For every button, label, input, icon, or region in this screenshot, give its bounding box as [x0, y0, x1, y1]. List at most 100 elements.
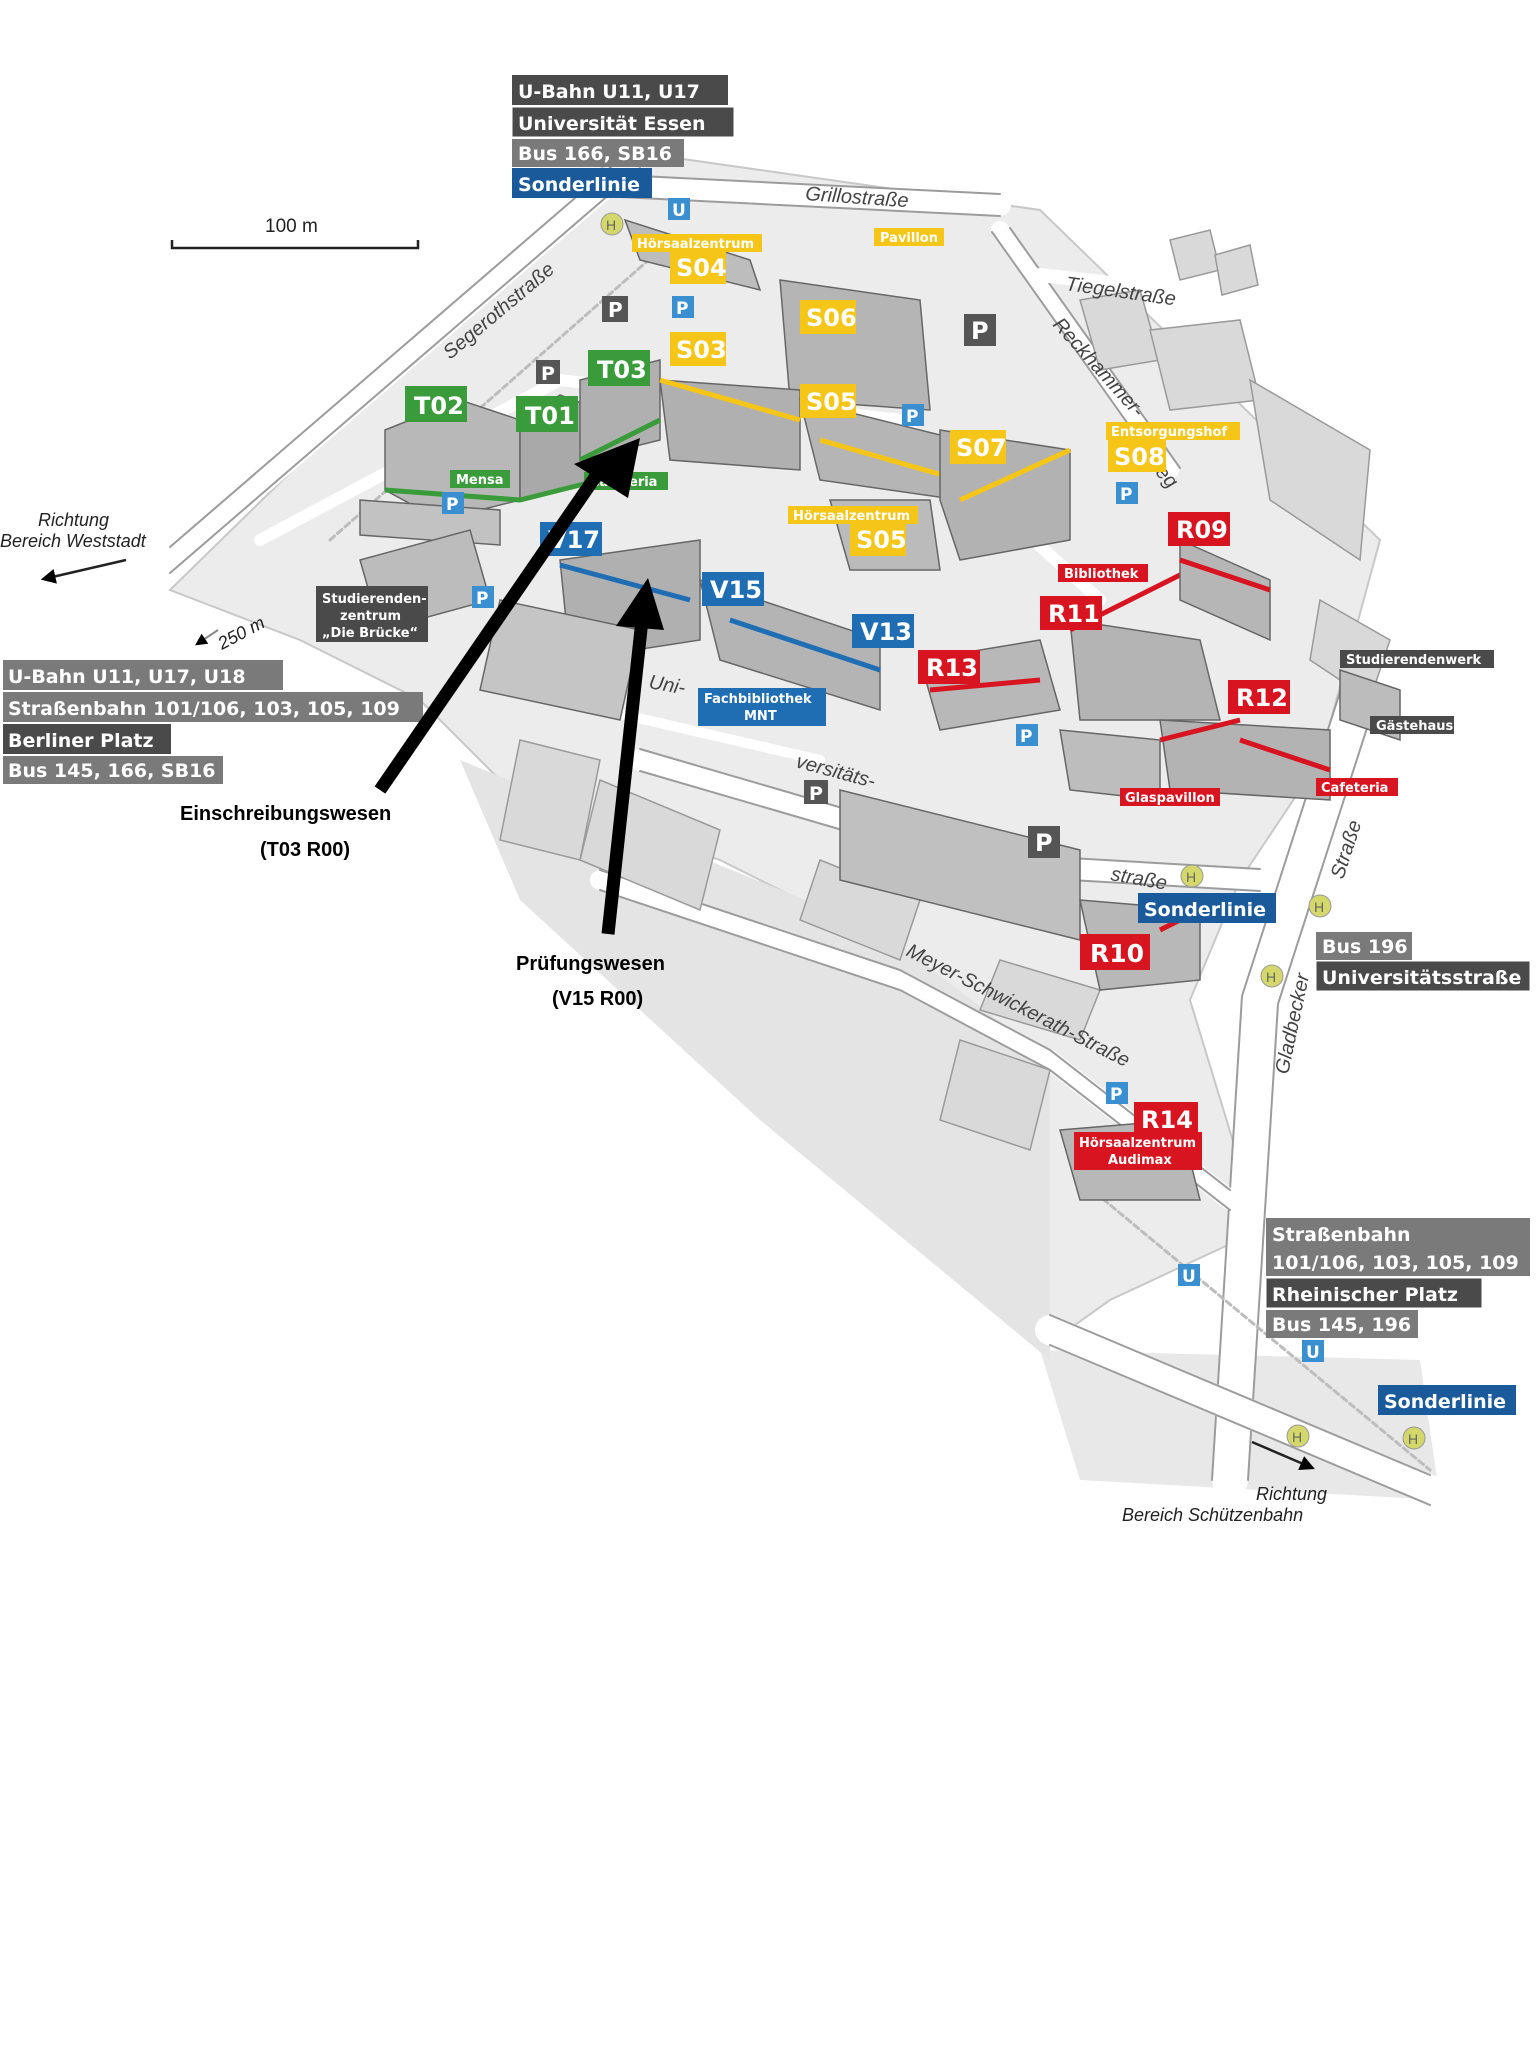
svg-text:P: P	[608, 298, 623, 322]
building-S04: S04	[676, 254, 727, 282]
building-T03: T03	[597, 356, 647, 384]
haltestelle-icon: H	[600, 212, 624, 236]
building-S08: S08	[1114, 443, 1165, 471]
transit-panel-w: U-Bahn U11, U17, U18 Straßenbahn 101/106…	[3, 660, 423, 784]
svg-text:P: P	[906, 407, 918, 427]
transit-e-bus: Bus 196	[1322, 936, 1408, 958]
accessible-parking-icon: P	[672, 296, 694, 319]
facility-glaspavillon: Glaspavillon	[1125, 791, 1215, 806]
transit-nw-line4: Sonderlinie	[518, 174, 640, 196]
transit-w-line3: Berliner Platz	[8, 730, 154, 752]
parking-icon: P	[536, 360, 560, 385]
direction-east-line2: Bereich Schützenbahn	[1122, 1505, 1303, 1525]
building-R10: R10	[1090, 939, 1144, 968]
building-T02: T02	[414, 392, 464, 420]
svg-text:H: H	[1266, 969, 1276, 985]
building-V15: V15	[710, 576, 762, 604]
arrow-pruefung	[601, 578, 664, 935]
svg-text:P: P	[971, 317, 989, 345]
building-R09: R09	[1176, 516, 1228, 544]
scale-bar: 100 m	[170, 216, 420, 250]
parking-icon: P	[804, 780, 828, 805]
building-R11: R11	[1048, 600, 1100, 628]
svg-text:P: P	[1110, 1085, 1122, 1105]
parking-icon: P	[964, 314, 996, 346]
svg-text:H: H	[1314, 899, 1324, 915]
distance-label: 250 m	[214, 612, 268, 654]
building-S07: S07	[956, 434, 1007, 462]
svg-text:H: H	[1408, 1431, 1418, 1447]
ubahn-icon: U	[668, 198, 690, 221]
svg-text:P: P	[1035, 829, 1053, 857]
accessible-parking-icon: P	[472, 586, 494, 609]
svg-text:P: P	[1020, 727, 1032, 747]
facility-gaestehaus: Gästehaus	[1376, 719, 1453, 734]
facility-cafeteria-r: Cafeteria	[1321, 781, 1388, 796]
direction-west: Richtung Bereich Weststadt	[0, 510, 147, 584]
facility-studierendenzentrum-2: zentrum	[340, 609, 401, 624]
accessible-parking-icon: P	[1106, 1082, 1128, 1105]
building-S06: S06	[806, 304, 857, 332]
transit-panel-e: Sonderlinie Bus 196 Universitätsstraße	[1138, 893, 1531, 992]
building-labels: T02 T01 T03 S04 S03 S06 S05 S07 S08 S05 …	[405, 250, 1290, 1136]
transit-se-line4: Bus 145, 196	[1272, 1314, 1411, 1336]
transit-se-sonderlinie: Sonderlinie	[1384, 1391, 1506, 1413]
transit-panel-nw: U-Bahn U11, U17 Universität Essen Bus 16…	[511, 75, 735, 198]
annotation-einschreibung-2: (T03 R00)	[260, 839, 350, 861]
facility-studierendenwerk: Studierendenwerk	[1346, 653, 1482, 668]
annotation-pruefung-2: (V15 R00)	[552, 988, 643, 1010]
building-R13: R13	[926, 654, 978, 682]
annotation-arrows: Einschreibungswesen (T03 R00) Prüfungswe…	[180, 438, 665, 1010]
accessible-parking-icon: P	[902, 404, 924, 427]
transit-nw-line3: Bus 166, SB16	[518, 143, 672, 165]
building-S05a: S05	[806, 388, 857, 416]
haltestelle-icon: H	[1286, 1424, 1310, 1448]
haltestelle-icon: H	[1180, 864, 1204, 888]
svg-text:P: P	[676, 299, 688, 319]
facility-pavillon: Pavillon	[880, 231, 938, 246]
accessible-parking-icon: P	[1116, 482, 1138, 505]
transit-se-line1: Straßenbahn	[1272, 1224, 1411, 1246]
building-T01: T01	[525, 402, 575, 430]
facility-fachbibliothek-2: MNT	[744, 709, 777, 724]
svg-text:P: P	[476, 589, 488, 609]
transit-w-line4: Bus 145, 166, SB16	[8, 760, 216, 782]
svg-text:H: H	[606, 217, 616, 233]
background-buildings	[499, 229, 1391, 1151]
svg-text:P: P	[1120, 485, 1132, 505]
building-R12: R12	[1236, 684, 1288, 712]
transit-e-sonderlinie: Sonderlinie	[1144, 899, 1266, 921]
map-symbols: P P P P P P P P P P P P U U U H H H H H …	[442, 198, 1426, 1450]
building-V13: V13	[860, 618, 912, 646]
svg-text:P: P	[541, 363, 555, 385]
facility-studierendenzentrum-3: „Die Brücke“	[322, 626, 418, 641]
haltestelle-icon: H	[1402, 1426, 1426, 1450]
svg-text:U: U	[672, 201, 686, 221]
building-S05b: S05	[856, 526, 907, 554]
svg-text:H: H	[1186, 869, 1196, 885]
transit-e-stop: Universitätsstraße	[1322, 967, 1521, 989]
accessible-parking-icon: P	[1016, 724, 1038, 747]
transit-panel-se: Straßenbahn 101/106, 103, 105, 109 Rhein…	[1265, 1218, 1530, 1415]
direction-east-line1: Richtung	[1256, 1484, 1327, 1504]
scale-label: 100 m	[265, 216, 318, 237]
direction-west-line2: Bereich Weststadt	[0, 531, 147, 551]
direction-east: Richtung Bereich Schützenbahn	[1122, 1440, 1327, 1525]
distance-indicator: 250 m	[195, 612, 268, 654]
svg-text:P: P	[446, 495, 458, 515]
direction-west-line1: Richtung	[38, 510, 109, 530]
svg-text:H: H	[1292, 1429, 1302, 1445]
transit-w-line2: Straßenbahn 101/106, 103, 105, 109	[8, 698, 400, 720]
accessible-parking-icon: P	[442, 492, 464, 515]
svg-text:U: U	[1182, 1267, 1196, 1287]
transit-se-line3: Rheinischer Platz	[1272, 1284, 1458, 1306]
facility-labels: Hörsaalzentrum Pavillon Entsorgungshof H…	[316, 228, 1494, 1170]
svg-text:U: U	[1306, 1343, 1320, 1363]
facility-studierendenzentrum-1: Studierenden-	[322, 592, 427, 607]
facility-bibliothek: Bibliothek	[1064, 567, 1139, 582]
parking-icon: P	[602, 296, 628, 322]
building-S03: S03	[676, 336, 727, 364]
parking-icon: P	[1028, 826, 1060, 858]
facility-hoersaal-s05: Hörsaalzentrum	[793, 509, 910, 524]
